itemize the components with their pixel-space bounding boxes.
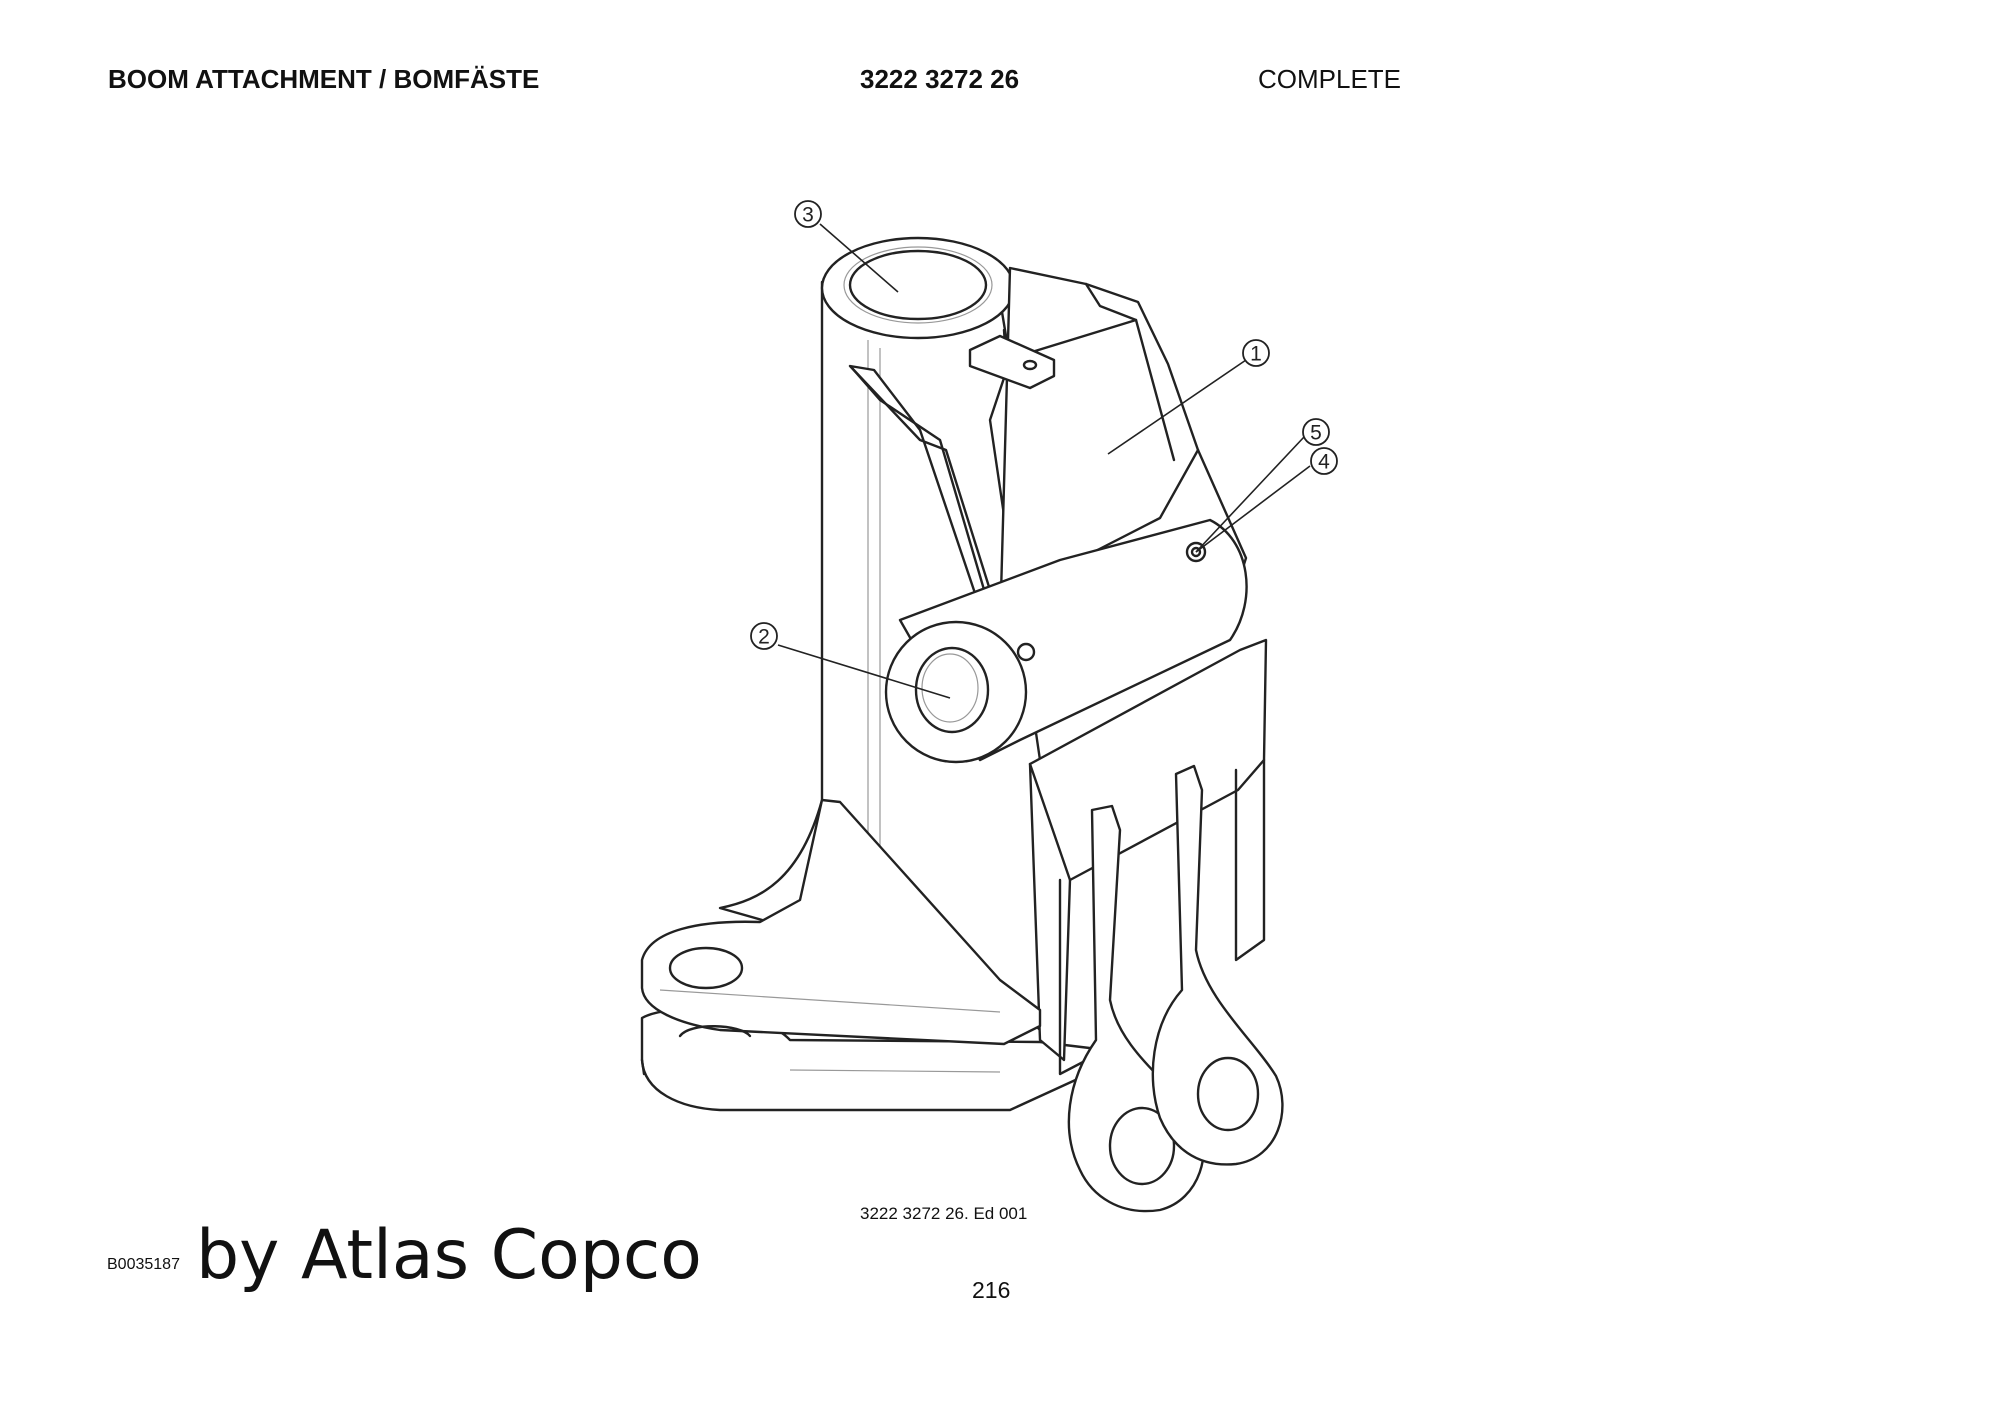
base-hole-upper <box>668 946 744 990</box>
svg-text:3: 3 <box>802 204 814 227</box>
fastener-4-5 <box>1185 541 1207 563</box>
callout-5: 5 <box>1302 418 1330 446</box>
svg-text:5: 5 <box>1310 422 1322 445</box>
callout-1: 1 <box>1242 339 1270 367</box>
svg-text:1: 1 <box>1250 343 1262 366</box>
brand-watermark: by Atlas Copco <box>196 1216 702 1295</box>
base-plate-upper <box>640 798 1042 1046</box>
part-number: 3222 3272 26 <box>860 64 1020 94</box>
page-number: 216 <box>972 1277 1011 1303</box>
clevis-lug-right <box>1151 764 1284 1166</box>
svg-text:2: 2 <box>758 626 770 649</box>
side-bushing <box>914 646 990 734</box>
svg-text:4: 4 <box>1318 451 1330 474</box>
top-lug <box>968 334 1056 390</box>
callout-3: 3 <box>794 200 822 228</box>
page-title: BOOM ATTACHMENT / BOMFÄSTE <box>108 64 540 94</box>
edition-label: 3222 3272 26. Ed 001 <box>860 1204 1028 1223</box>
clevis-eye-left <box>1108 1106 1176 1186</box>
grease-nipple <box>1016 642 1036 662</box>
clevis-eye-right <box>1196 1056 1260 1132</box>
callout-4: 4 <box>1310 447 1338 475</box>
callout-2: 2 <box>750 622 778 650</box>
assembly-status: COMPLETE <box>1258 64 1402 94</box>
document-id: B0035187 <box>107 1256 180 1273</box>
top-pin <box>848 249 988 321</box>
lower-housing <box>1028 638 1268 1062</box>
